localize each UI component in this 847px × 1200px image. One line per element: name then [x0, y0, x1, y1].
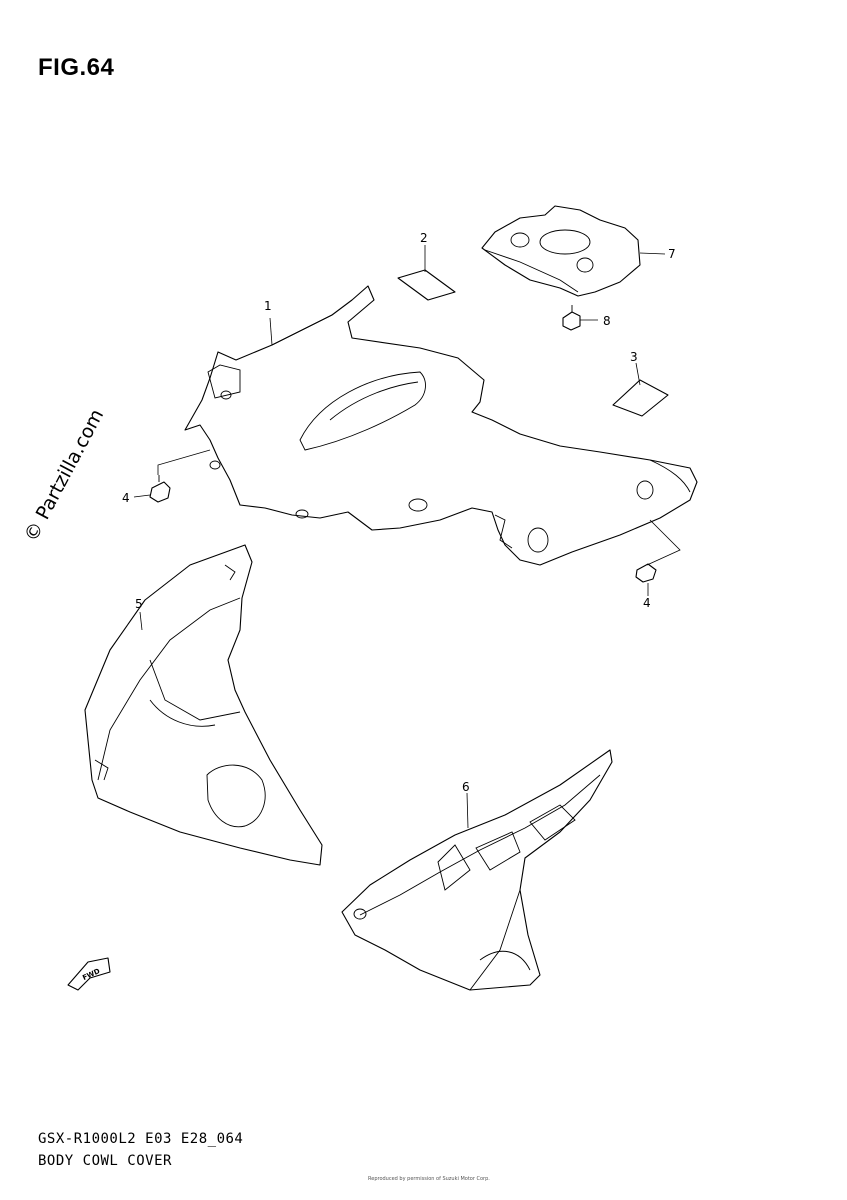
part-8-bolt[interactable] [562, 305, 581, 331]
part-3-pad[interactable] [612, 379, 669, 417]
figure-title: FIG.64 [38, 54, 115, 81]
part-6-panel-right[interactable] [341, 749, 613, 991]
leader-4b [646, 519, 681, 566]
part-2-pad[interactable] [397, 269, 456, 301]
leader-1b [271, 314, 333, 346]
callout-8: 8 [603, 314, 611, 328]
callout-2: 2 [420, 231, 428, 245]
leader-4a [157, 449, 211, 475]
part-4-clip-left[interactable] [149, 475, 171, 503]
part-1-body-cowl[interactable] [184, 285, 698, 566]
callout-4-right: 4 [643, 596, 651, 610]
copyright-notice: Reproduced by permission of Suzuki Motor… [368, 1176, 490, 1182]
part-7-cover[interactable] [481, 205, 641, 297]
leader-4a-label [133, 494, 151, 498]
callout-6: 6 [462, 780, 470, 794]
part-5-panel-left[interactable] [84, 544, 323, 866]
leader-7 [639, 252, 666, 255]
footer-model-code: GSX-R1000L2 E03 E28_064 [38, 1131, 244, 1147]
fwd-arrow: FWD [67, 957, 111, 991]
part-4-clip-right[interactable] [635, 563, 657, 583]
leader-1 [269, 317, 273, 346]
callout-7: 7 [668, 247, 676, 261]
callout-5: 5 [135, 597, 143, 611]
callout-4-left: 4 [122, 491, 130, 505]
leader-3 [635, 362, 641, 386]
footer-diagram-name: BODY COWL COVER [38, 1153, 172, 1169]
callout-1: 1 [264, 299, 272, 313]
callout-3: 3 [630, 350, 638, 364]
leader-5 [139, 611, 143, 631]
leader-6 [466, 792, 469, 829]
